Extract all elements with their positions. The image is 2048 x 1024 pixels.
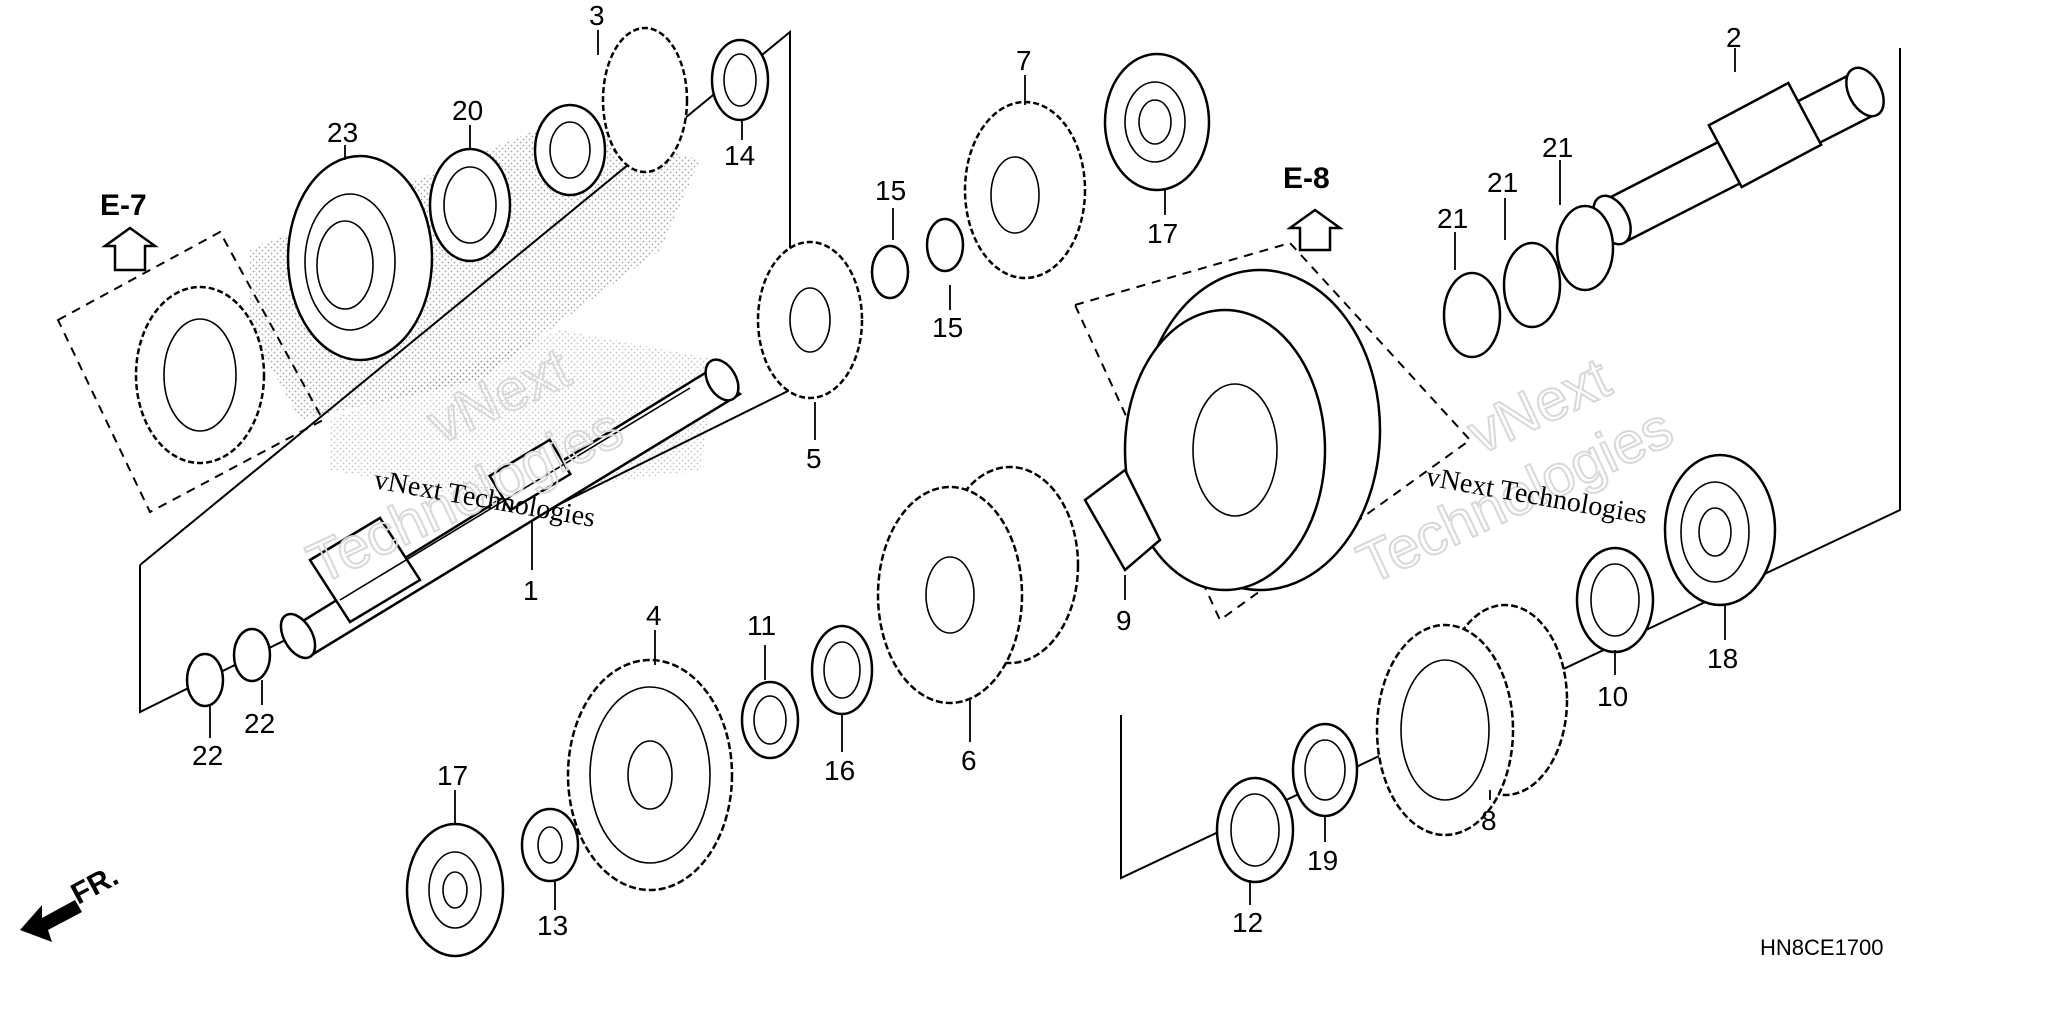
part-label-5: 5 — [806, 443, 822, 474]
part-labels: 1 2 3 4 5 6 7 8 9 10 11 12 13 14 15 15 1… — [192, 0, 1742, 941]
part-label-17b: 17 — [1147, 218, 1178, 249]
part-label-21c: 21 — [1542, 132, 1573, 163]
bearing-18 — [1663, 453, 1777, 607]
part-label-7: 7 — [1016, 45, 1032, 76]
part-label-23: 23 — [327, 117, 358, 148]
e7-arrow-icon — [101, 226, 159, 272]
front-arrow-icon — [20, 900, 82, 942]
bearing-20 — [428, 147, 512, 263]
part-label-2: 2 — [1726, 22, 1742, 53]
part-label-6: 6 — [961, 745, 977, 776]
mainshaft-part — [279, 358, 743, 660]
bearing-16 — [810, 624, 874, 716]
washers — [185, 38, 1655, 884]
gear-7 — [963, 100, 1087, 280]
part-label-19: 19 — [1307, 845, 1338, 876]
part-label-16: 16 — [824, 755, 855, 786]
part-label-3: 3 — [589, 0, 605, 31]
leader-lines — [209, 30, 1736, 910]
part-label-14: 14 — [724, 140, 755, 171]
part-label-22b: 22 — [244, 708, 275, 739]
part-label-10: 10 — [1597, 681, 1628, 712]
bearing-17-bottom — [405, 822, 505, 958]
gear-6 — [876, 465, 1080, 705]
part-label-11: 11 — [747, 610, 776, 641]
part-label-12: 12 — [1232, 907, 1263, 938]
e8-label: E-8 — [1283, 162, 1330, 195]
bearing-17-top — [1103, 52, 1211, 192]
gear-4 — [566, 658, 734, 892]
gear-5 — [756, 240, 864, 400]
gear-3 — [533, 26, 689, 197]
part-label-22a: 22 — [192, 740, 223, 771]
part-label-13: 13 — [537, 910, 568, 941]
part-label-15a: 15 — [875, 175, 906, 206]
e8-arrow-icon — [1286, 208, 1344, 252]
part-label-1: 1 — [523, 575, 539, 606]
part-label-17a: 17 — [437, 760, 468, 791]
countershaft-part — [1592, 66, 1885, 246]
part-label-21a: 21 — [1437, 203, 1468, 234]
diagram-code: HN8CE1700 — [1760, 935, 1884, 960]
e7-gear — [134, 285, 266, 465]
gear-8 — [1375, 603, 1569, 837]
part-label-21b: 21 — [1487, 167, 1518, 198]
part-label-15b: 15 — [932, 312, 963, 343]
part-label-9: 9 — [1116, 605, 1132, 636]
part-label-20: 20 — [452, 95, 483, 126]
part-label-18: 18 — [1707, 643, 1738, 674]
bearing-23 — [286, 154, 434, 362]
lock-washer-9 — [1083, 468, 1162, 572]
part-label-4: 4 — [646, 600, 662, 631]
bearing-19 — [1291, 722, 1359, 818]
e7-label: E-7 — [100, 189, 147, 222]
e8-clutch-hub — [1123, 268, 1382, 592]
part-label-8: 8 — [1481, 805, 1497, 836]
